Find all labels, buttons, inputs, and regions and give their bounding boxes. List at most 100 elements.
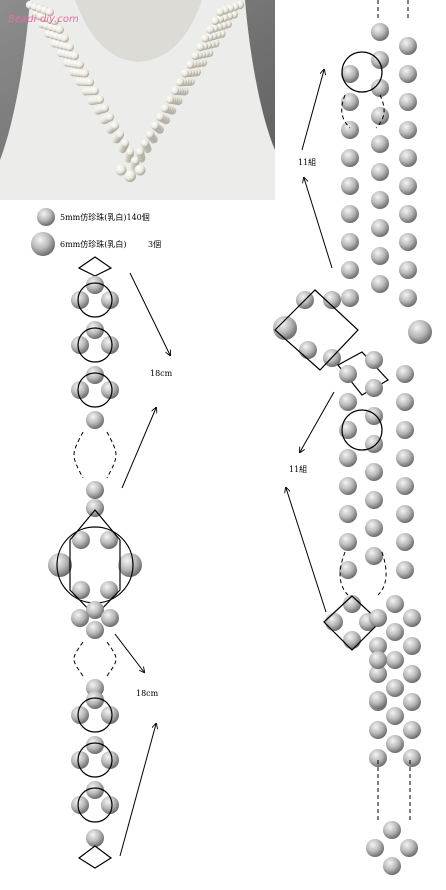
legend-bead-large: [31, 232, 55, 256]
bead: [369, 609, 387, 627]
bead: [369, 651, 387, 669]
thread-loop: [77, 327, 113, 363]
bead: [71, 336, 89, 354]
arrow-right-top-2: [301, 70, 324, 151]
arrow-left-top: [129, 272, 170, 355]
bead: [71, 706, 89, 724]
bead: [371, 79, 389, 97]
bead: [339, 561, 357, 579]
bead: [343, 595, 361, 613]
bead: [371, 107, 389, 125]
bead: [403, 693, 421, 711]
photo-pearl: [45, 8, 54, 17]
thread-loop: [341, 409, 383, 451]
bead: [339, 365, 357, 383]
label-left-top-length: 18cm: [150, 369, 173, 378]
bead: [71, 381, 89, 399]
bead: [341, 289, 359, 307]
legend: 5mm仿珍珠(乳白)140個 6mm仿珍珠(乳白) 3個: [31, 208, 161, 256]
bead: [369, 721, 387, 739]
photo-pearl: [90, 86, 100, 96]
bead: [396, 477, 414, 495]
bead: [396, 505, 414, 523]
bead: [369, 665, 387, 683]
bead: [371, 23, 389, 41]
bead: [369, 637, 387, 655]
bead: [86, 736, 104, 754]
photo-pearl: [80, 69, 90, 78]
bead: [403, 665, 421, 683]
bead: [341, 177, 359, 195]
bust-neck-shadow: [75, 0, 202, 62]
photo-pearl-large: [134, 164, 146, 176]
photo-pearl-large: [124, 170, 136, 182]
middle-motif-thread: [274, 289, 359, 371]
bead: [341, 149, 359, 167]
photo-pearl: [60, 34, 70, 43]
bead: [71, 609, 89, 627]
bead: [86, 411, 104, 429]
dashed-repeat-link: [339, 551, 387, 596]
bead: [339, 533, 357, 551]
dashed-repeat-link: [73, 431, 117, 479]
bead: [371, 163, 389, 181]
photo-pearl: [160, 104, 170, 113]
photo-pearl: [175, 77, 185, 87]
photo-pearl: [55, 25, 65, 34]
photo-pearl: [135, 147, 145, 157]
bead: [399, 121, 417, 139]
middle-motif-thread: [337, 351, 389, 396]
bead: [403, 637, 421, 655]
pearl-necklace-photo: Beadi-diy.com: [0, 0, 275, 200]
bead: [403, 609, 421, 627]
bead: [343, 631, 361, 649]
bead: [369, 749, 387, 767]
bead: [339, 505, 357, 523]
bead: [386, 707, 404, 725]
photo-pearl: [170, 86, 180, 96]
bead: [396, 561, 414, 579]
photo-pearl: [105, 112, 115, 122]
bead: [339, 421, 357, 439]
bead: [341, 261, 359, 279]
necklace-pearls: [25, 0, 245, 182]
bead: [386, 595, 404, 613]
photo-pearl: [75, 60, 85, 69]
bead: [101, 706, 119, 724]
end-knot: [77, 845, 113, 869]
bead: [365, 547, 383, 565]
bead: [371, 275, 389, 293]
bead: [371, 51, 389, 69]
arrow-right-bottom: [286, 488, 327, 613]
right-strand-pattern: [273, 0, 432, 875]
bead: [339, 477, 357, 495]
bead: [399, 205, 417, 223]
bead: [341, 65, 359, 83]
photo-pearl: [110, 121, 120, 131]
bead: [386, 651, 404, 669]
bead: [101, 796, 119, 814]
bead: [399, 177, 417, 195]
bead: [86, 829, 104, 847]
bead: [72, 581, 90, 599]
photo-pearl: [125, 147, 135, 157]
photo-pearl: [70, 51, 80, 61]
bead: [71, 291, 89, 309]
bead: [325, 613, 343, 631]
photo-pearl: [195, 42, 205, 52]
photo-pearl: [130, 156, 140, 165]
bead: [386, 623, 404, 641]
thread-loop: [77, 787, 113, 823]
bead: [399, 149, 417, 167]
photo-pearl: [180, 69, 190, 78]
bead: [72, 531, 90, 549]
photo-pearl: [50, 16, 60, 26]
bead: [399, 65, 417, 83]
bead: [299, 341, 317, 359]
arrow-left-bottom: [119, 724, 156, 857]
bead: [323, 291, 341, 309]
bead: [399, 37, 417, 55]
bead: [86, 621, 104, 639]
bead: [341, 93, 359, 111]
bead: [86, 276, 104, 294]
